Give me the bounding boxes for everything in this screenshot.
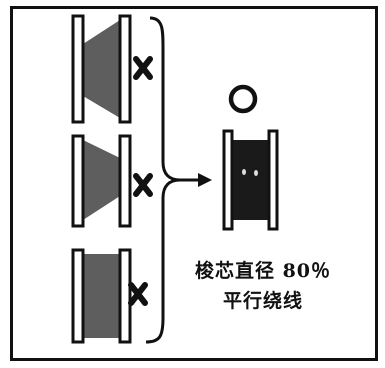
bobbin-cone-narrow-left [71, 134, 132, 228]
bobbin-left-flange [222, 129, 234, 231]
wrong-mark-icon [128, 282, 148, 306]
bobbin-left-flange [71, 248, 85, 344]
wrong-mark-icon [133, 173, 153, 197]
bobbin-right-flange [118, 248, 132, 344]
arrow-right-icon [176, 173, 212, 187]
bobbin-left-flange [71, 14, 85, 124]
correct-mark-icon [228, 84, 258, 114]
bobbin-right-flange [267, 129, 279, 231]
bobbin-thread [83, 20, 120, 118]
caption: 梭芯直径 80％ 平行绕线 [188, 256, 338, 316]
bobbin-right-flange [118, 134, 132, 228]
bobbin-parallel-full [71, 248, 132, 344]
bobbin-thread [231, 140, 270, 220]
bobbin-parallel-80 [222, 129, 279, 231]
wrong-mark-icon [133, 56, 153, 80]
caption-line-1: 梭芯直径 80％ [194, 260, 332, 282]
caption-line-2: 平行绕线 [222, 290, 303, 312]
bobbin-left-flange [71, 134, 85, 228]
bobbin-thread [83, 140, 120, 220]
group-brace [145, 16, 181, 344]
diagram-frame [10, 6, 378, 361]
bobbin-cone-narrow-right [71, 14, 132, 124]
bobbin-right-flange [118, 14, 132, 124]
bobbin-thread [83, 254, 120, 338]
